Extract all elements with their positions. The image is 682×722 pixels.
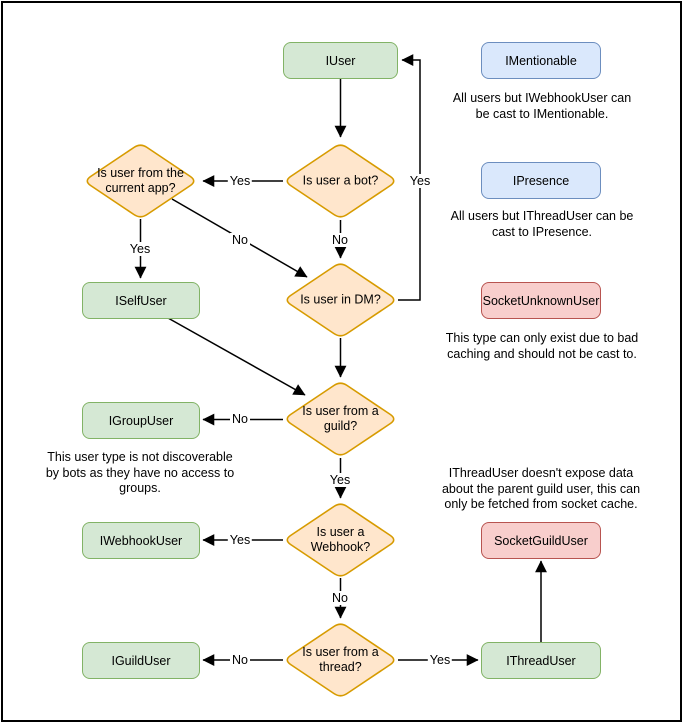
node-imentionable-label: IMentionable <box>505 53 577 68</box>
edge-label-guild-yes: Yes <box>327 473 353 487</box>
diamond-shape <box>286 263 395 337</box>
note-igroupuser: This user type is not discoverable by bo… <box>45 450 235 496</box>
decision-is-user-a-bot: Is user a bot? <box>283 142 398 220</box>
edge-label-thread-no: No <box>230 653 250 667</box>
edge-label-bot-no: No <box>330 233 350 247</box>
edge-label-app-no: No <box>230 233 250 247</box>
edge-label-webhook-no: No <box>330 591 350 605</box>
decision-dm-label: Is user in DM? <box>300 292 381 307</box>
node-ipresence: IPresence <box>481 162 601 199</box>
edge-label-bot-yes: Yes <box>227 174 253 188</box>
node-socketguilduser: SocketGuildUser <box>481 522 601 559</box>
diamond-shape <box>86 144 195 218</box>
node-ithreaduser: IThreadUser <box>481 642 601 679</box>
decision-webhook-label: Is user a Webhook? <box>310 525 371 554</box>
diamond-shape <box>286 144 395 218</box>
decision-bot-label: Is user a bot? <box>302 173 379 188</box>
decision-is-user-in-dm: Is user in DM? <box>283 261 398 339</box>
decision-is-user-a-webhook: Is user a Webhook? <box>283 501 398 579</box>
decision-is-user-from-thread: Is user from a thread? <box>283 621 398 699</box>
node-socketunknownuser-label: SocketUnknownUser <box>482 293 600 308</box>
node-socketguilduser-label: SocketGuildUser <box>494 533 588 548</box>
note-socketunknownuser: This type can only exist due to bad cach… <box>445 331 639 361</box>
node-iselfuser: ISelfUser <box>82 282 200 319</box>
node-ipresence-label: IPresence <box>512 173 570 188</box>
node-iguilduser: IGuildUser <box>82 642 200 679</box>
node-ithreaduser-label: IThreadUser <box>506 653 576 668</box>
edge-iselfuser-to-guild <box>167 317 306 396</box>
decision-app-label: Is user from the current app? <box>97 166 184 195</box>
edge-label-webhook-yes: Yes <box>227 533 253 547</box>
decision-is-user-from-guild: Is user from a guild? <box>283 380 398 458</box>
edge-label-app-yes: Yes <box>127 242 153 256</box>
node-iselfuser-label: ISelfUser <box>115 293 167 308</box>
diamond-shape <box>286 503 395 577</box>
diamond-shape <box>286 382 395 456</box>
node-iwebhookuser: IWebhookUser <box>82 522 200 559</box>
diamond-shape <box>286 623 395 697</box>
node-iguilduser-label: IGuildUser <box>111 653 171 668</box>
decision-is-user-from-current-app: Is user from the current app? <box>83 142 198 220</box>
edge-label-guild-no: No <box>230 412 250 426</box>
node-iuser: IUser <box>283 42 398 79</box>
node-iwebhookuser-label: IWebhookUser <box>99 533 183 548</box>
node-socketunknownuser: SocketUnknownUser <box>481 282 601 319</box>
edge-label-dm-yes: Yes <box>407 174 433 188</box>
decision-guild-label: Is user from a guild? <box>302 404 379 433</box>
edge-label-thread-yes: Yes <box>427 653 453 667</box>
node-iuser-label: IUser <box>325 53 356 68</box>
node-igroupuser-label: IGroupUser <box>108 413 174 428</box>
node-igroupuser: IGroupUser <box>82 402 200 439</box>
note-imentionable: All users but IWebhookUser can be cast t… <box>452 91 632 121</box>
decision-thread-label: Is user from a thread? <box>302 645 379 674</box>
note-ipresence: All users but IThreadUser can be cast to… <box>450 209 634 239</box>
node-imentionable: IMentionable <box>481 42 601 79</box>
note-ithreaduser: IThreadUser doesn't expose data about th… <box>441 466 641 512</box>
